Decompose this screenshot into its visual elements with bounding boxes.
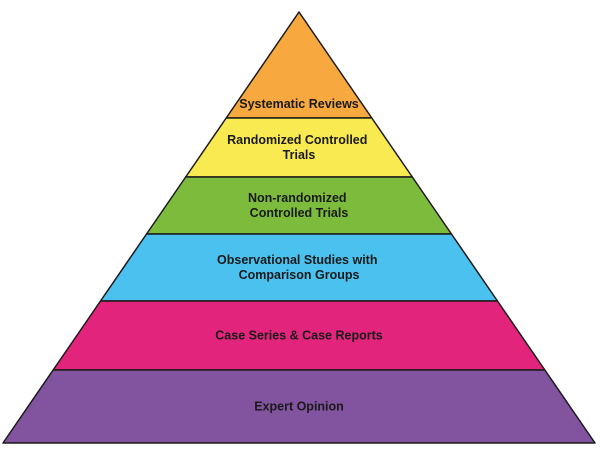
tier-label: Expert Opinion	[254, 400, 344, 414]
tier-label-line-1: Expert Opinion	[254, 400, 344, 414]
tier-label-line-2: Comparison Groups	[239, 268, 360, 282]
tier-expert-opinion: Expert Opinion	[2, 369, 596, 444]
tier-case-series-reports: Case Series & Case Reports	[52, 300, 546, 371]
tier-label: Non-randomized Controlled Trials	[248, 191, 350, 220]
tier-label: Randomized Controlled Trials	[227, 133, 371, 162]
tier-label-line-1: Non-randomized	[248, 191, 347, 205]
tier-label: Case Series & Case Reports	[215, 329, 382, 343]
tier-non-randomized-controlled-trials: Non-randomized Controlled Trials	[145, 176, 453, 235]
tier-label-line-1: Case Series & Case Reports	[215, 329, 382, 343]
tier-label-line-1: Systematic Reviews	[239, 97, 359, 111]
tier-observational-studies: Observational Studies with Comparison Gr…	[99, 233, 499, 302]
tier-label: Observational Studies with Comparison Gr…	[217, 253, 381, 282]
tier-randomized-controlled-trials: Randomized Controlled Trials	[184, 117, 414, 178]
tier-label-line-1: Randomized Controlled	[227, 133, 367, 147]
tier-shape	[2, 369, 596, 444]
tier-label-line-2: Controlled Trials	[250, 206, 349, 220]
tier-label-line-2: Trials	[283, 148, 316, 162]
tier-label: Systematic Reviews	[239, 97, 359, 111]
tier-systematic-reviews: Systematic Reviews	[225, 11, 373, 119]
tier-label-line-1: Observational Studies with	[217, 253, 377, 267]
